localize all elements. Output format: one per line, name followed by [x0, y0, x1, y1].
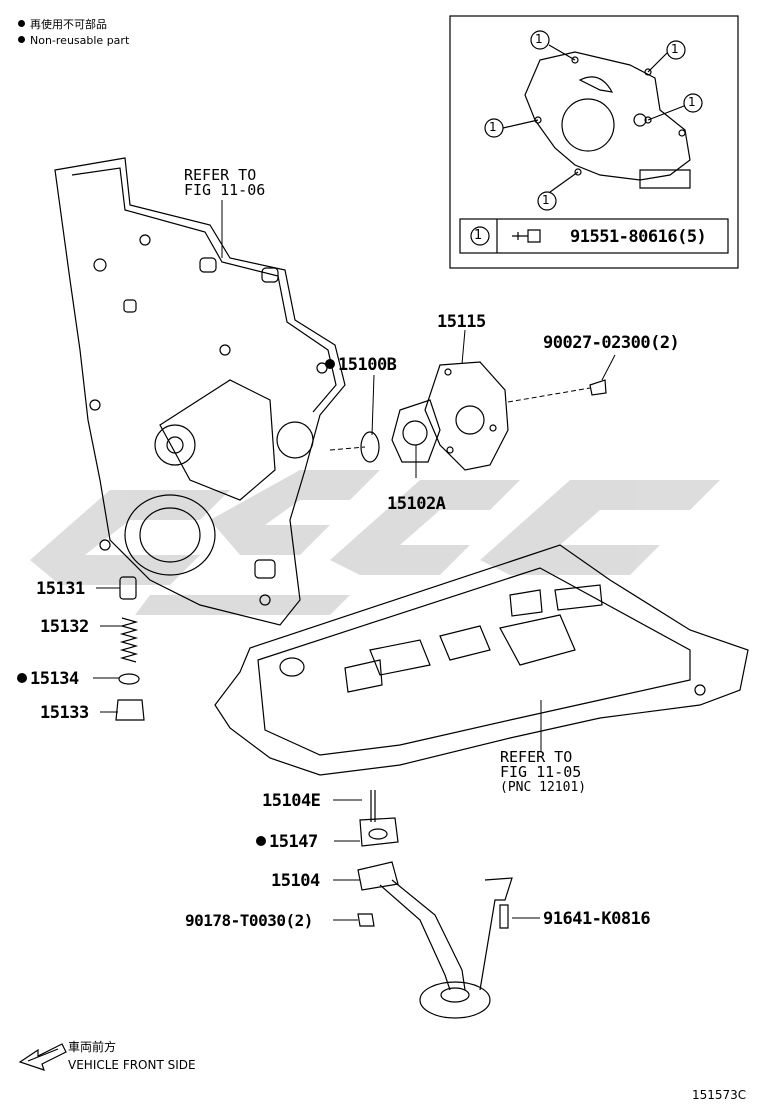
non-reusable-icon [256, 836, 266, 846]
leader-lines [93, 200, 616, 921]
refer-fig-11-05[interactable]: REFER TO FIG 11-05 (PNC 12101) [500, 748, 587, 796]
oil-pan [214, 544, 749, 776]
part-15147[interactable]: 15147 [256, 832, 318, 852]
callout-1: 1 [688, 95, 696, 109]
part-15104E[interactable]: 15104E [262, 791, 321, 811]
part-15115[interactable]: 15115 [437, 312, 486, 332]
part-15131[interactable]: 15131 [36, 579, 85, 599]
legend: 再使用不可部品 Non-reusable part [18, 17, 129, 49]
part-15132[interactable]: 15132 [40, 617, 89, 637]
callout-1: 1 [535, 32, 543, 46]
front-direction-arrow-icon [18, 1043, 67, 1071]
callout-1: 1 [671, 42, 679, 56]
inset-table-ref: 1 [474, 228, 483, 243]
part-15104[interactable]: 15104 [271, 871, 320, 891]
bullet-icon [18, 36, 25, 43]
non-reusable-icon [325, 359, 335, 369]
callout-1: 1 [489, 120, 497, 134]
vehicle-front-label: 車両前方 VEHICLE FRONT SIDE [68, 1040, 196, 1072]
oil-strainer [357, 790, 513, 1019]
inset-box [449, 15, 739, 269]
part-15134[interactable]: 15134 [17, 669, 79, 689]
refer-fig-11-06[interactable]: REFER TO FIG 11-06 [184, 166, 266, 199]
non-reusable-icon [17, 673, 27, 683]
oil-pump [360, 361, 607, 471]
bullet-icon [18, 20, 25, 27]
diagram-code: 151573C [692, 1088, 747, 1102]
part-91551-80616[interactable]: 91551-80616(5) [570, 227, 707, 247]
part-15102A[interactable]: 15102A [387, 494, 446, 514]
timing-cover [54, 157, 346, 626]
callout-1: 1 [542, 193, 550, 207]
part-90178-T0030[interactable]: 90178-T0030(2) [185, 911, 313, 930]
part-15100B[interactable]: 15100B [325, 355, 397, 375]
relief-valve-parts [115, 576, 145, 721]
legend-line-ja: 再使用不可部品 [18, 17, 129, 33]
legend-line-en: Non-reusable part [18, 33, 129, 49]
part-90027-02300[interactable]: 90027-02300(2) [543, 333, 680, 353]
part-15133[interactable]: 15133 [40, 703, 89, 723]
watermark-logo [30, 470, 720, 615]
part-91641-K0816[interactable]: 91641-K0816 [543, 909, 651, 929]
